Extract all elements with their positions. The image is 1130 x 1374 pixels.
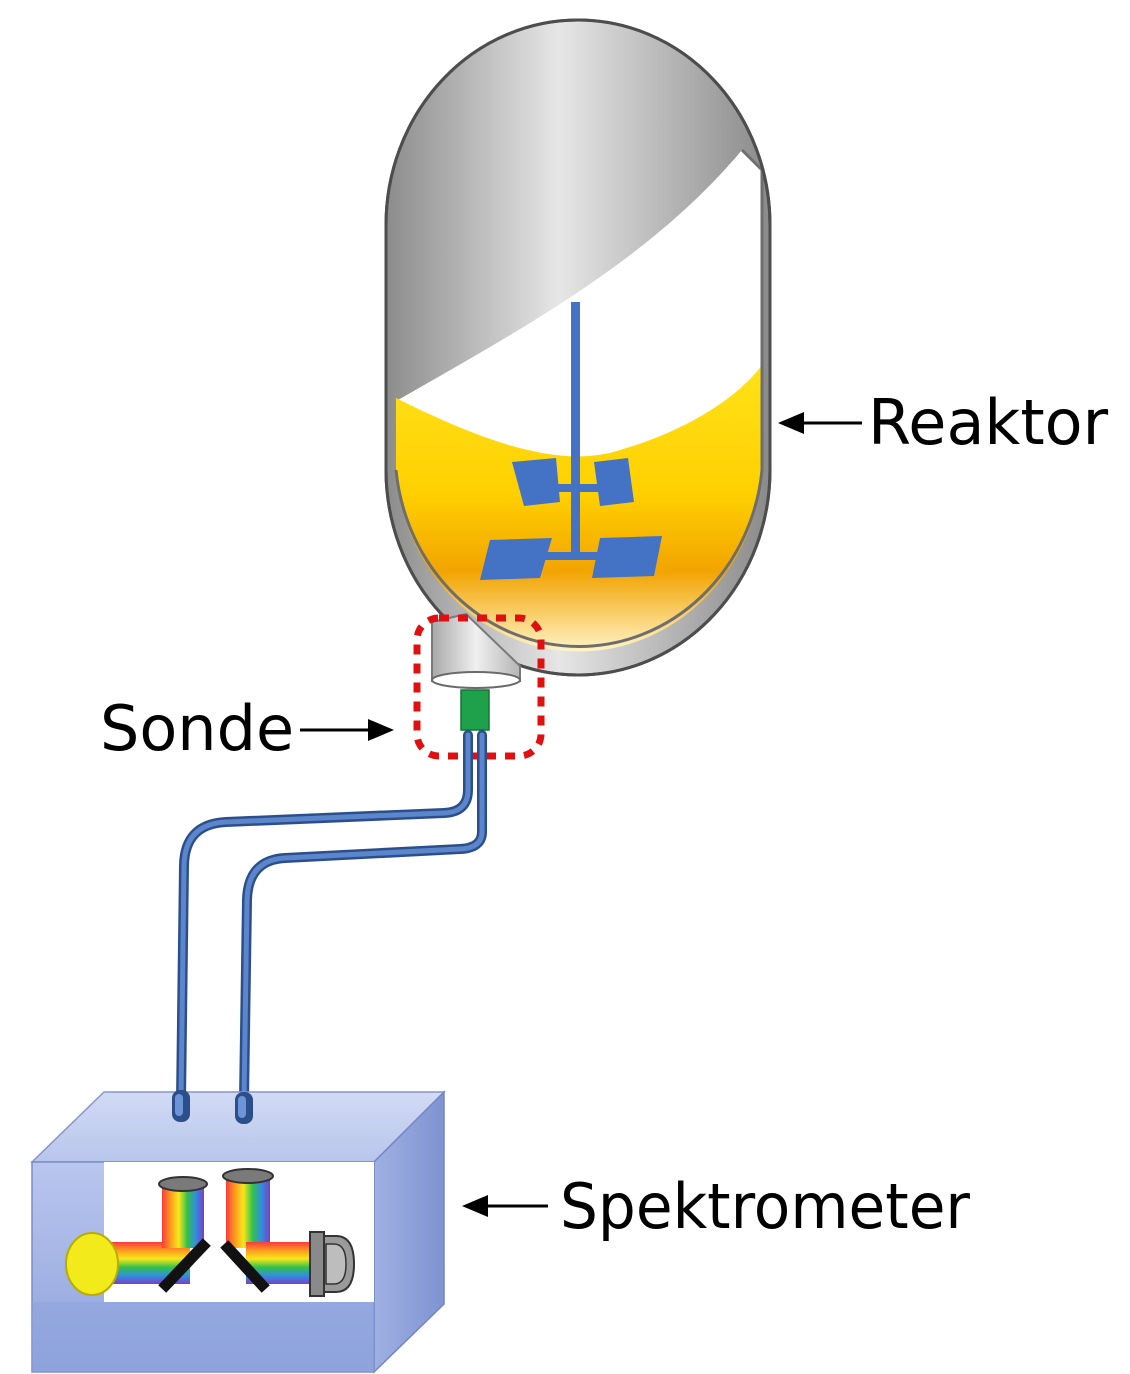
probe-arrow — [300, 719, 394, 741]
probe-label: Sonde — [100, 692, 294, 765]
fiber-port-icon — [158, 1168, 274, 1192]
grating-icon — [158, 1238, 270, 1293]
detector-icon — [309, 1231, 356, 1297]
stirrer-icon — [480, 302, 662, 580]
light-path — [108, 1176, 314, 1284]
lamp-icon — [65, 1232, 119, 1296]
spectrometer-arrow — [462, 1195, 548, 1217]
reactor-arrow — [778, 412, 862, 434]
probe-highlight-box — [413, 614, 545, 760]
fiber-cable-icon — [176, 730, 487, 1105]
reactor-label: Reaktor — [868, 386, 1109, 459]
fiber-connector-icon — [172, 1090, 253, 1124]
spectrometer-label: Spektrometer — [560, 1170, 970, 1243]
